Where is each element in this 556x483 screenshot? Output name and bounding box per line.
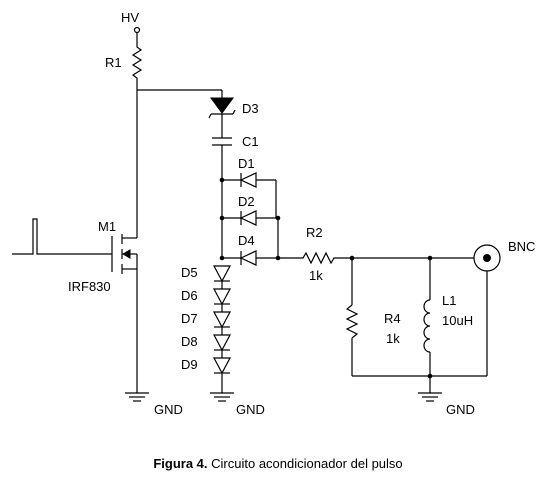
caption-figure-number: Figura 4. [153,456,208,471]
diode-d9 [213,357,231,375]
label-l1: L1 [442,293,456,308]
label-d4: D4 [238,233,255,248]
resistor-r2 [300,251,340,265]
label-c1: C1 [242,134,259,149]
label-r4: R4 [384,311,401,326]
zener-diode-d3 [208,97,236,138]
caption-text: Circuito acondicionador del pulso [211,456,403,471]
resistor-r1 [131,44,143,82]
diode-d2 [222,210,279,258]
label-d9: D9 [181,357,198,372]
bnc-connector [473,244,501,376]
pulse-input-signal [12,218,112,255]
label-d2: D2 [238,194,255,209]
label-d7: D7 [181,311,198,326]
diode-d1 [222,172,277,218]
label-d5: D5 [181,265,198,280]
label-gnd-left: GND [154,402,183,417]
label-d8: D8 [181,334,198,349]
capacitor-c1 [212,137,232,258]
label-l1-value: 10uH [442,313,473,328]
label-d1: D1 [238,156,255,171]
label-r4-value: 1k [386,331,400,346]
label-r1: R1 [105,55,122,70]
label-m1: M1 [98,219,116,234]
resistor-r4 [345,258,359,376]
inductor-l1 [423,258,431,376]
diode-d5 [213,265,231,283]
diode-d4 [222,250,300,266]
figure-caption: Figura 4. Circuito acondicionador del pu… [0,456,556,471]
mosfet-m1 [111,90,138,393]
label-r2: R2 [306,225,323,240]
label-gnd-right: GND [446,402,475,417]
diode-d7 [213,311,231,329]
diode-d8 [213,334,231,352]
label-gnd-middle: GND [236,402,265,417]
label-irf830: IRF830 [68,279,111,294]
ground-symbol-middle [210,373,234,402]
diode-d6 [213,288,231,306]
label-bnc: BNC [508,239,535,254]
wire-r1-to-d3 [136,82,223,98]
label-r2-value: 1k [309,268,323,283]
hv-terminal [133,26,141,44]
ground-symbol-right [418,376,442,402]
ground-symbol-left [125,392,149,402]
label-d6: D6 [181,288,198,303]
label-hv: HV [121,10,139,25]
label-d3: D3 [242,101,259,116]
